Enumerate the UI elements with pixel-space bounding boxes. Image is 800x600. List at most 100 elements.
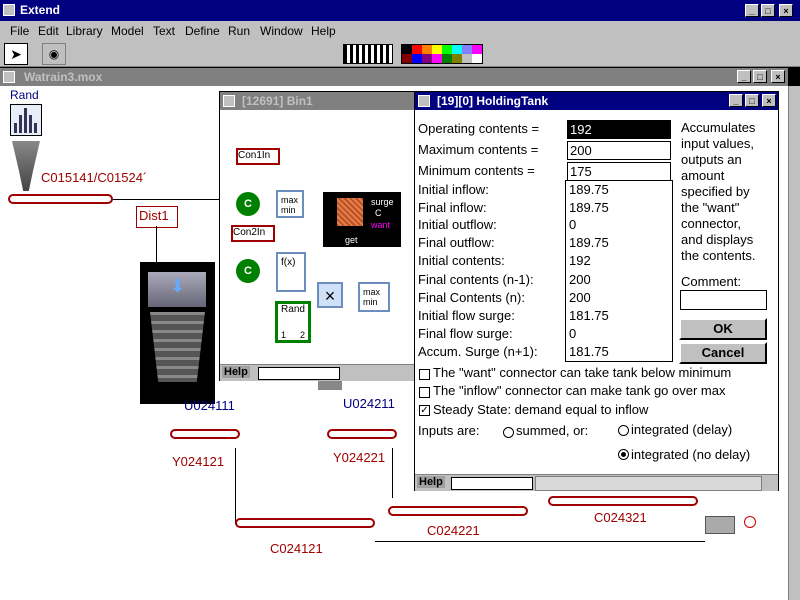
menu-model[interactable]: Model [111,24,144,38]
maxmin1-label: max min [281,195,299,215]
dialog-system-icon[interactable] [418,95,430,107]
comment-field[interactable] [680,290,767,310]
menu-run[interactable]: Run [228,24,251,38]
summed-radio[interactable] [503,427,514,438]
color-palette[interactable] [401,44,483,64]
readout-row-label: Final outflow: [418,235,495,250]
dialog-status-field [451,477,533,490]
readout-row-value: 200 [569,290,591,305]
con2in-label: Con2In [233,227,266,238]
bin1-titlebar: [12691] Bin1 [220,92,415,110]
arrow-tool-icon[interactable]: ➤ [4,43,28,65]
dist1-block[interactable]: Dist1 [136,206,178,228]
maxmin2-block[interactable]: max min [358,282,390,312]
readout-row-value: 189.75 [569,200,609,215]
fx-block[interactable]: f(x) [276,252,306,292]
bin1-system-icon[interactable] [223,95,235,107]
menu-library[interactable]: Library [66,24,103,38]
menu-define[interactable]: Define [185,24,220,38]
maxmin1-block[interactable]: max min [276,190,304,218]
operating-contents-field[interactable]: 192 [567,120,671,139]
rand-histogram-icon[interactable] [10,104,42,136]
integrated-no-delay-radio[interactable] [618,449,629,460]
model-minimize-button[interactable]: _ [737,70,751,83]
constant2-icon[interactable]: C [236,259,260,283]
model-close-button[interactable]: × [771,70,785,83]
readout-row-value: 181.75 [569,344,609,359]
readout-row-value: 189.75 [569,182,609,197]
dialog-close-button[interactable]: × [762,94,776,107]
steady-state-label: Steady State: demand equal to inflow [433,402,649,417]
holding-tank-block[interactable]: surge C want get [323,192,401,247]
u024211-icon[interactable] [318,380,342,390]
con1in-block[interactable]: Con1In [236,148,280,165]
model-vscrollbar[interactable] [788,86,800,600]
readout-row-label: Initial outflow: [418,217,497,232]
dialog-help-button[interactable]: Help [417,476,445,488]
integrated-delay-radio[interactable] [618,425,629,436]
dialog-title: [19][0] HoldingTank [437,94,549,108]
pattern-palette[interactable] [343,44,393,64]
hopper-icon[interactable] [12,141,40,191]
menu-edit[interactable]: Edit [38,24,59,38]
multiply-block[interactable]: × [317,282,343,308]
conveyor-y024121[interactable] [170,429,240,439]
connector-tool-icon[interactable]: ◉ [42,43,66,65]
minimum-contents-label: Minimum contents = [418,163,535,178]
menu-help[interactable]: Help [311,24,336,38]
bin1-window: [12691] Bin1 Con1In Con2In C C max min s… [219,91,416,381]
menu-bar: File Edit Library Model Text Define Run … [0,21,800,41]
dialog-minimize-button[interactable]: _ [729,94,743,107]
block-description: Accumulates input values, outputs an amo… [681,120,776,264]
want-below-min-checkbox[interactable] [419,369,430,380]
app-titlebar: Extend _ □ × [0,0,800,21]
app-close-button[interactable]: × [779,4,793,17]
steady-state-checkbox[interactable]: ✓ [419,405,430,416]
c024221-label: C024221 [427,523,480,538]
integrated-no-delay-label: integrated (no delay) [631,447,751,462]
constant1-icon[interactable]: C [236,192,260,216]
description-line: specified by [681,184,750,199]
menu-text[interactable]: Text [153,24,176,38]
maximum-contents-field[interactable]: 200 [567,141,671,160]
minimum-contents-field[interactable]: 175 [567,162,671,181]
readout-row-label: Final flow surge: [418,326,513,341]
readout-row-label: Final Contents (n): [418,290,525,305]
readout-row-label: Initial inflow: [418,182,489,197]
bin-arrow-icon: ⬇ [170,276,186,296]
menu-window[interactable]: Window [260,24,303,38]
readout-row-value: 0 [569,326,577,341]
conveyor-c024321[interactable] [548,496,698,506]
con2in-block[interactable]: Con2In [231,225,275,242]
bin1-title: [12691] Bin1 [242,94,313,108]
conveyor-c024121[interactable] [235,518,375,528]
app-system-icon[interactable] [3,4,15,16]
description-line: connector, [681,216,741,231]
cancel-button[interactable]: Cancel [679,342,767,364]
model-window-system-icon[interactable] [3,71,15,83]
app-maximize-button[interactable]: □ [761,4,775,17]
rand-port1-label: 1 [281,330,287,340]
c015141-label: C015141/C01524´ [41,170,148,185]
conveyor-c024221[interactable] [388,506,528,516]
inflow-over-max-checkbox[interactable] [419,387,430,398]
model-maximize-button[interactable]: □ [753,70,767,83]
rand-block[interactable]: Rand 1 2 [275,301,311,343]
merge-block-icon[interactable] [705,516,735,534]
rand-block-label: Rand [281,304,305,315]
comment-label: Comment: [681,274,741,289]
conveyor-y024221[interactable] [327,429,397,439]
surge-port-label: surge [371,197,394,207]
app-minimize-button[interactable]: _ [745,4,759,17]
dialog-hscrollbar[interactable] [535,476,762,491]
conveyor-c015141[interactable] [8,194,113,204]
summed-label: summed, or: [516,423,589,438]
readout-column [565,180,673,362]
output-port-icon[interactable] [744,516,756,528]
ok-button[interactable]: OK [679,318,767,340]
bin1-help-button[interactable]: Help [222,366,250,378]
menu-file[interactable]: File [10,24,30,38]
dialog-maximize-button[interactable]: □ [745,94,759,107]
bin-icon[interactable]: ⬇ [140,262,215,404]
readout-row-value: 189.75 [569,235,609,250]
